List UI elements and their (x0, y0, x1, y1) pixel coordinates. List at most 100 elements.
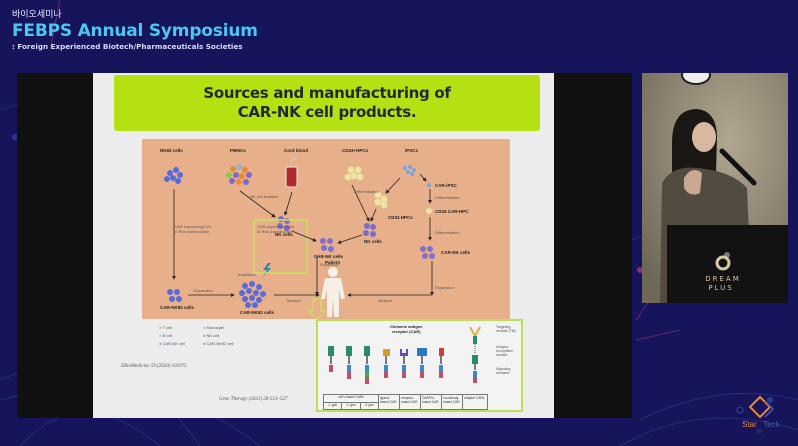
car-nk-manufacturing-diagram: NK92 cells PBMCs Cord blood CD34+HPCs iP… (142, 139, 510, 319)
label-car-transduction-box-1: CAR-expressing LVs (257, 224, 294, 229)
dreamplus-logo-icon (715, 255, 731, 271)
car-construct-icon (417, 348, 427, 378)
car-panel-title-1: Chimeric antigen (390, 324, 423, 329)
citation-ebiomedicine: EBioMedicine 59 (2020) 102975 (121, 364, 187, 369)
event-header: 바이오세미나 FEBPS Annual Symposium : Foreign … (12, 10, 258, 53)
korean-label: 바이오세미나 (12, 10, 62, 20)
label-infusion-1: Infusion (287, 298, 302, 303)
slide-title: Sources and manufacturing of CAR-NK cell… (114, 75, 540, 131)
label-cd34-hpcs-mid: CD34 HPCs (388, 215, 413, 220)
legend-item: ● B cell (159, 333, 173, 338)
label-nk-cells-right: NK cells (364, 239, 382, 244)
car-side-label-sd: Signaling domains (496, 367, 511, 375)
label-differentiation-3: Differentiation (435, 230, 460, 235)
label-patient: Patient (325, 260, 341, 265)
nk-cells-icon (363, 223, 376, 237)
irradiation-icon (263, 263, 271, 277)
startech-watermark: Star Tech in (738, 395, 784, 435)
label-cd34-car-hpc: CD34 CAR-HPC (435, 209, 469, 214)
car-structure-panel: Chimeric antigen receptor (CAR) Targetin… (316, 319, 523, 412)
slide: Sources and manufacturing of CAR-NK cell… (93, 73, 554, 418)
car-panel-title-2: receptor (CAR) (392, 329, 421, 334)
legend-item: ● CAR-NK92 cell (203, 341, 234, 346)
citation-gene-therapy: Gene Therapy (2021) 28:513–527 (219, 397, 288, 402)
adapter-car-icon (469, 327, 481, 383)
label-ipscs: iPSCs (405, 148, 419, 153)
car-construct-icon (400, 349, 408, 378)
car-constructs-graphic (328, 327, 481, 384)
car-construct-icon (328, 346, 334, 372)
label-differentiation: Differentiation (354, 189, 379, 194)
label-car-transduction-2: or RVs transduction (174, 229, 210, 234)
car-ipsc-icon (426, 182, 432, 188)
group-receptor: receptor-based CAR (400, 395, 422, 409)
car-nk92-expanded-icon (239, 281, 266, 308)
ceiling-lamp-icon (681, 73, 711, 85)
slide-title-line-2: CAR-NK cell products. (237, 103, 417, 121)
pbmcs-icon (226, 164, 252, 185)
car-construct-icon (364, 346, 370, 384)
cd34-hpcs-icon (344, 166, 364, 181)
speaker-video: DREAM PLUS (642, 73, 788, 303)
car-side-label-tm: Targeting module (TM) (496, 325, 516, 333)
car-nk92-cells-icon (167, 289, 182, 302)
label-nk92-cells: NK92 cells (160, 148, 183, 153)
down-arrow-icon (307, 298, 327, 319)
podium-brand-line-2: PLUS (708, 284, 733, 292)
label-car-transduction-1: CAR-expressing LVs (174, 224, 211, 229)
label-infusion-2: Infusion (378, 298, 393, 303)
microphone-icon (719, 148, 757, 186)
gen-3: 3. gen (365, 402, 374, 407)
speaker-face (692, 122, 716, 152)
label-expansion-3: Expansion (435, 285, 454, 290)
watermark-left: Star (742, 420, 757, 429)
event-title: FEBPS Annual Symposium (12, 21, 258, 41)
label-car-nk92-cells-2: CAR-NK92 cells (240, 310, 275, 315)
group-scfv: scFv-based CARs (324, 395, 379, 403)
presentation-frame: Sources and manufacturing of CAR-NK cell… (17, 73, 632, 418)
car-nk-cells-icon (320, 238, 334, 252)
label-pbmcs: PBMCs (230, 148, 246, 153)
speaker-hands (684, 169, 702, 195)
label-irradiation: Irradiation (238, 272, 256, 277)
group-adapter: adapter CARs (464, 396, 485, 400)
label-cord-blood: Cord blood (284, 148, 308, 153)
group-ligand: ligand-based CAR (379, 395, 401, 409)
group-monobody: monobody-based CAR (442, 395, 464, 409)
label-car-ipsc: CAR-iPSC (435, 183, 457, 188)
figure-legend: ● T cell ● Monocyte ● B cell ● NK cell ●… (159, 325, 269, 355)
legend-item: ● CAR-NK cell (159, 341, 185, 346)
watermark-right: Tech (763, 420, 780, 429)
label-car-nk-cells-right: CAR-NK cells (441, 250, 471, 255)
label-expansion-2: Expansion (320, 262, 339, 267)
group-darpin: DARPin-based CAR (421, 395, 443, 409)
car-construct-icon (346, 346, 352, 379)
label-cd34-hpcs: CD34+HPCs (342, 148, 369, 153)
label-differentiation-2: Differentiation (435, 195, 460, 200)
gen-1: 1. gen (324, 402, 343, 409)
car-classification-table: scFv-based CARs 1. gen 2. gen 3. gen lig… (323, 394, 488, 410)
label-expansion-1: Expansion (194, 288, 213, 293)
diagram-graphics (164, 158, 435, 319)
label-nk-isolation: NK cell isolation (250, 194, 279, 199)
nk92-cells-icon (164, 167, 183, 184)
legend-item: ● NK cell (203, 333, 220, 338)
patient-figure-icon (321, 267, 345, 317)
legend-item: ● T cell (159, 325, 172, 330)
car-side-label-ard: Antigen-recognition domain (496, 345, 514, 357)
label-car-nk-cells-center: CAR-NK cells (314, 254, 344, 259)
label-nk-cells-left: NK cells (275, 232, 293, 237)
cd34-hpcs-mid-icon (374, 191, 388, 209)
cord-blood-bag-icon (285, 158, 298, 188)
legend-item: ● Monocyte (203, 325, 224, 330)
speaker-scene: DREAM PLUS (642, 73, 788, 303)
gen-2: 2. gen (342, 402, 361, 409)
podium-brand-line-1: DREAM (705, 275, 741, 283)
startech-logo-icon: Star Tech in (742, 395, 780, 435)
highlight-box (253, 219, 308, 274)
car-nk-cells-icon (420, 246, 435, 259)
label-car-transduction-box-2: or RVs transduction (257, 229, 293, 234)
label-car-nk92-cells-1: CAR-NK92 cells (160, 305, 195, 310)
ipscs-icon (403, 165, 416, 176)
cd34-car-hpc-icon (426, 208, 432, 214)
